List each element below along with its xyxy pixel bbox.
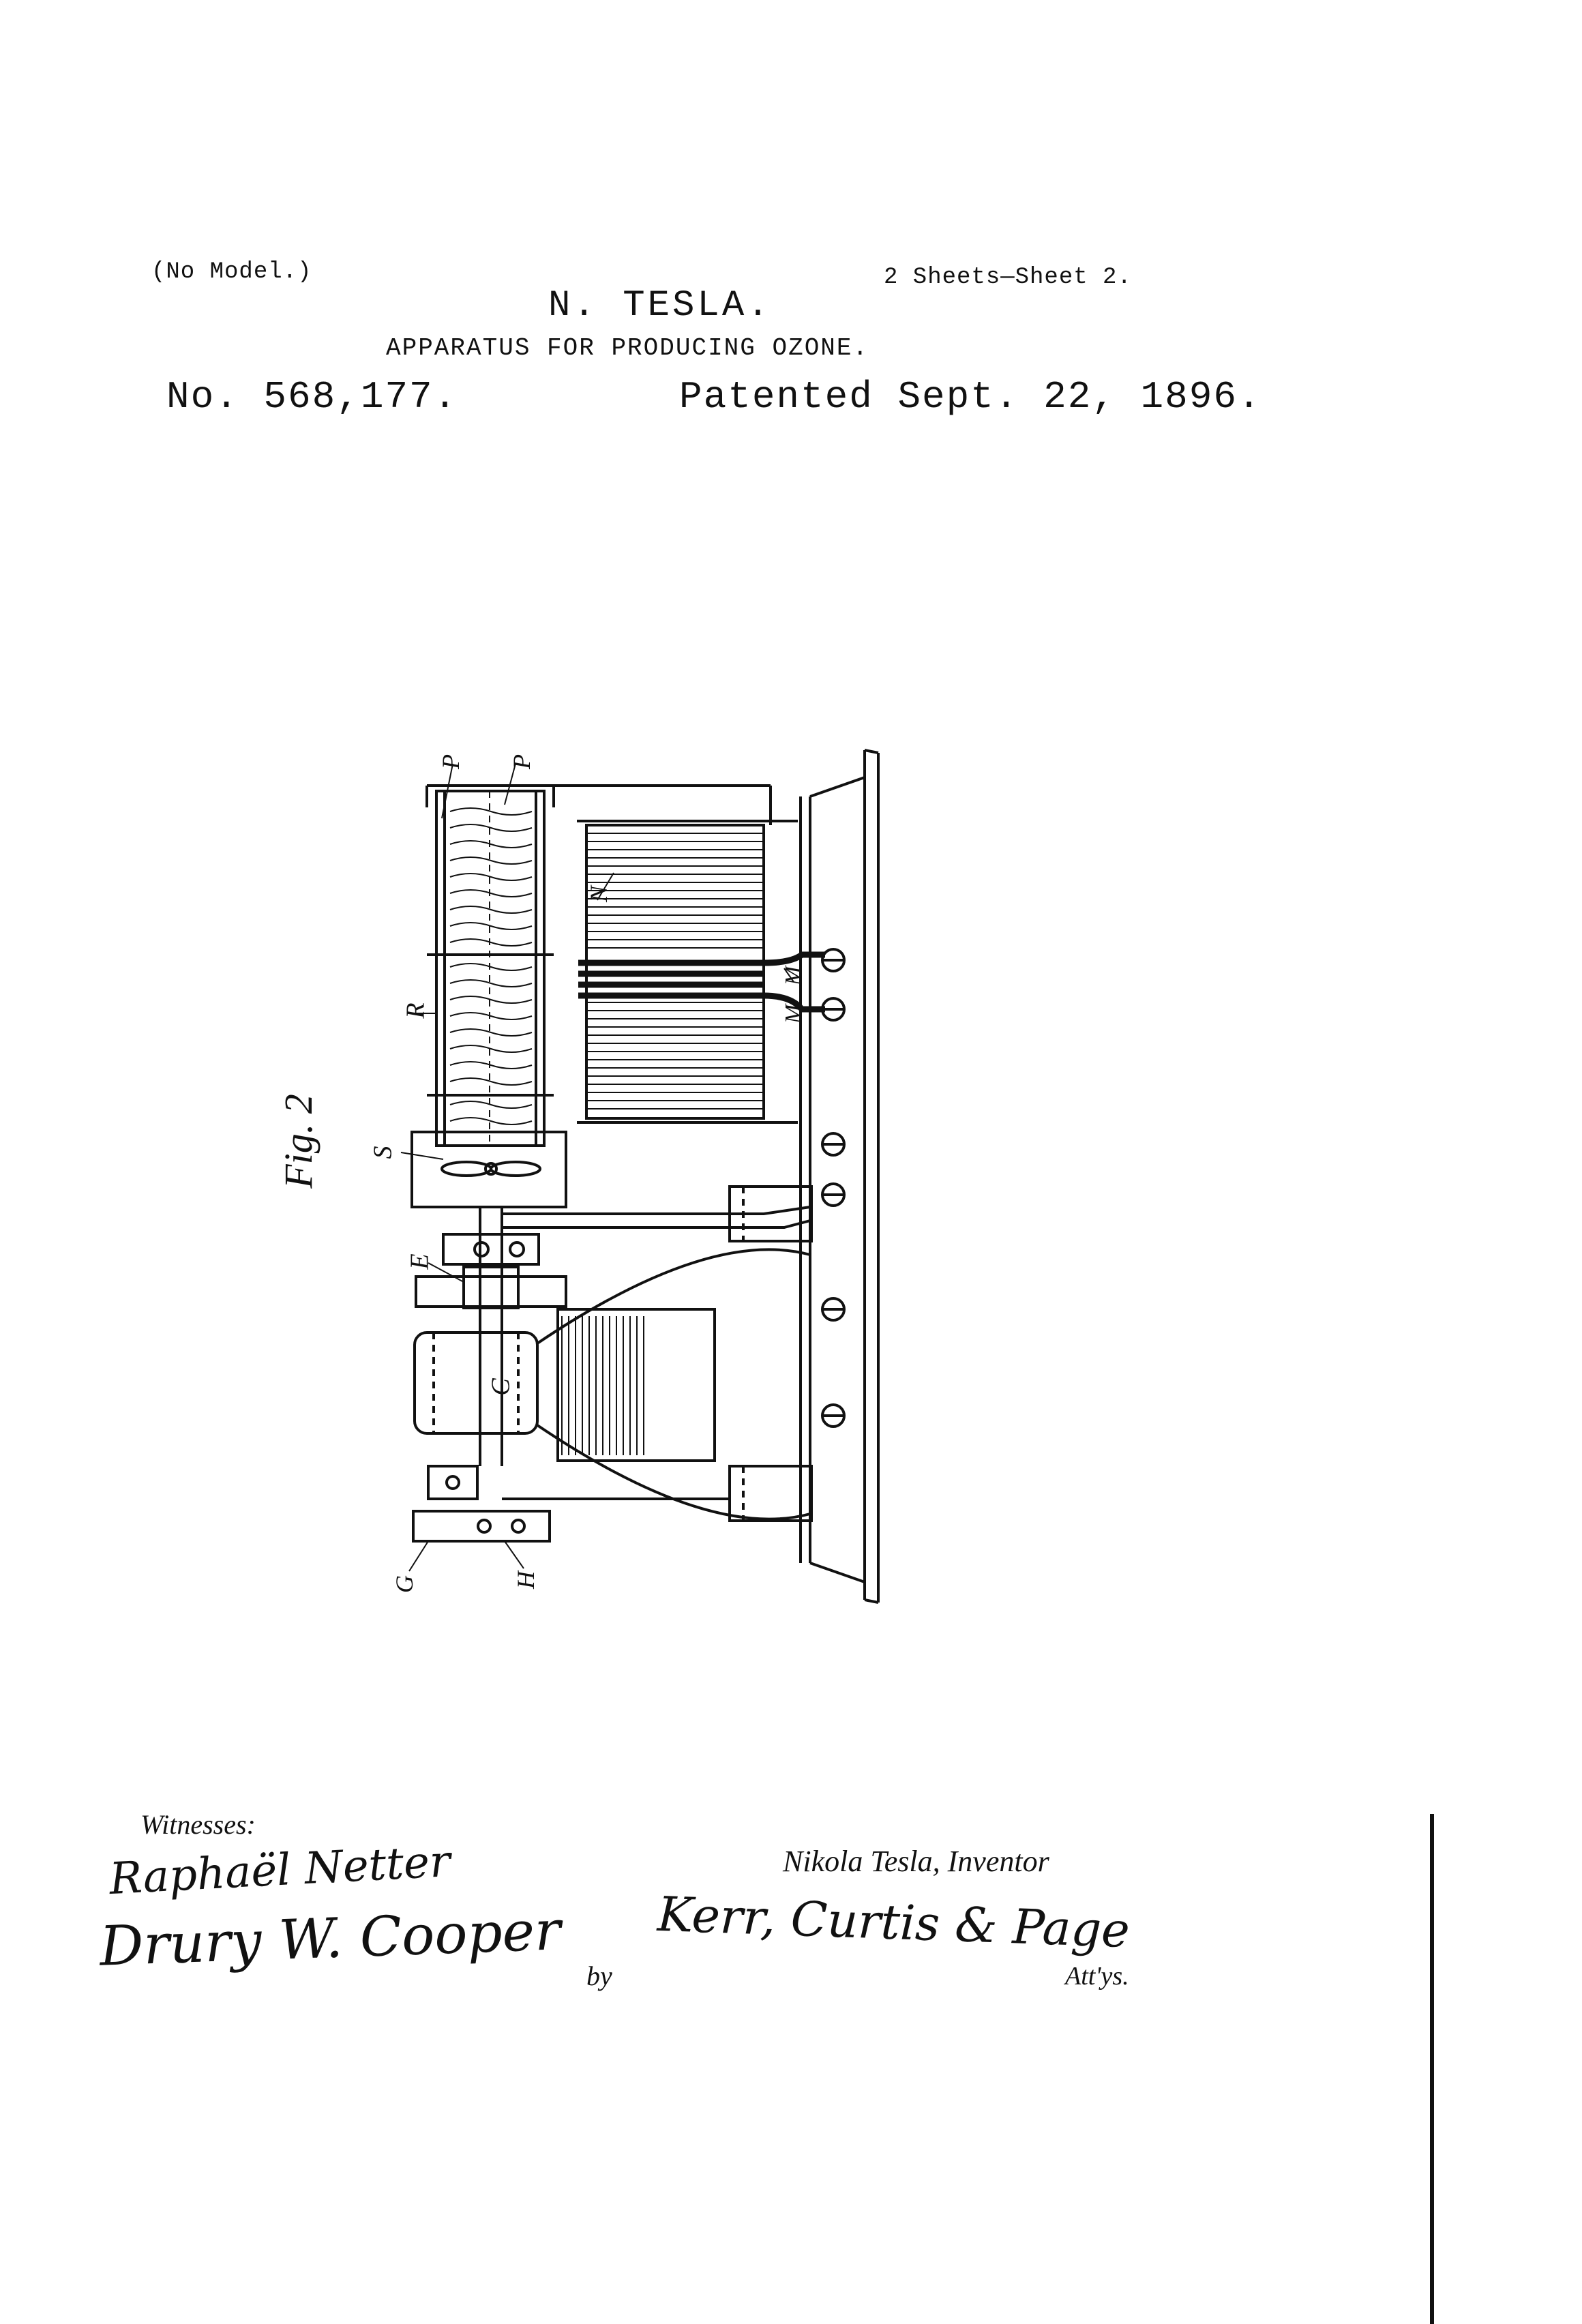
inventor-name: N. TESLA.: [548, 285, 772, 327]
patent-number: No. 568,177.: [166, 375, 458, 419]
coil-N-windings: [588, 833, 762, 1109]
coupling-E: [415, 1233, 567, 1309]
by-label: by: [586, 1961, 612, 1991]
motor-field-lines: [561, 1316, 644, 1455]
label-G: G: [391, 1575, 418, 1593]
label-R: R: [401, 1002, 430, 1019]
attorneys-suffix: Att'ys.: [1065, 1962, 1129, 1991]
inventor-signature: Nikola Tesla, Inventor: [783, 1845, 1049, 1878]
witnesses-label: Witnesses:: [140, 1809, 256, 1840]
patent-title: APPARATUS FOR PRODUCING OZONE.: [386, 334, 869, 362]
label-P-right: P: [508, 754, 535, 769]
figure-label: Fig. 2: [275, 1094, 320, 1189]
coupling-GH: [412, 1465, 730, 1543]
coil-N: [539, 784, 798, 1124]
label-P-left: P: [437, 754, 464, 769]
label-E: E: [405, 1253, 434, 1270]
label-M-upper: M: [781, 966, 807, 986]
base-plate: [799, 749, 880, 1604]
fan-housing-S: [411, 1131, 567, 1208]
drive-shaft: [479, 1206, 811, 1466]
label-H: H: [512, 1571, 539, 1589]
motor-C: [413, 1248, 811, 1521]
label-N: N: [585, 885, 613, 903]
binding-posts: [821, 948, 846, 1428]
chamber-R-waves: [449, 791, 533, 1146]
patent-date: Patented Sept. 22, 1896.: [679, 375, 1262, 419]
label-C: C: [486, 1378, 516, 1396]
model-note: (No Model.): [151, 259, 312, 285]
leader-lines: [400, 763, 794, 1572]
sheet-count: 2 Sheets—Sheet 2.: [884, 265, 1132, 290]
brackets: [728, 1185, 813, 1522]
label-M-lower: M: [781, 1004, 807, 1024]
primary-M: [578, 951, 825, 1013]
label-S: S: [368, 1146, 398, 1159]
